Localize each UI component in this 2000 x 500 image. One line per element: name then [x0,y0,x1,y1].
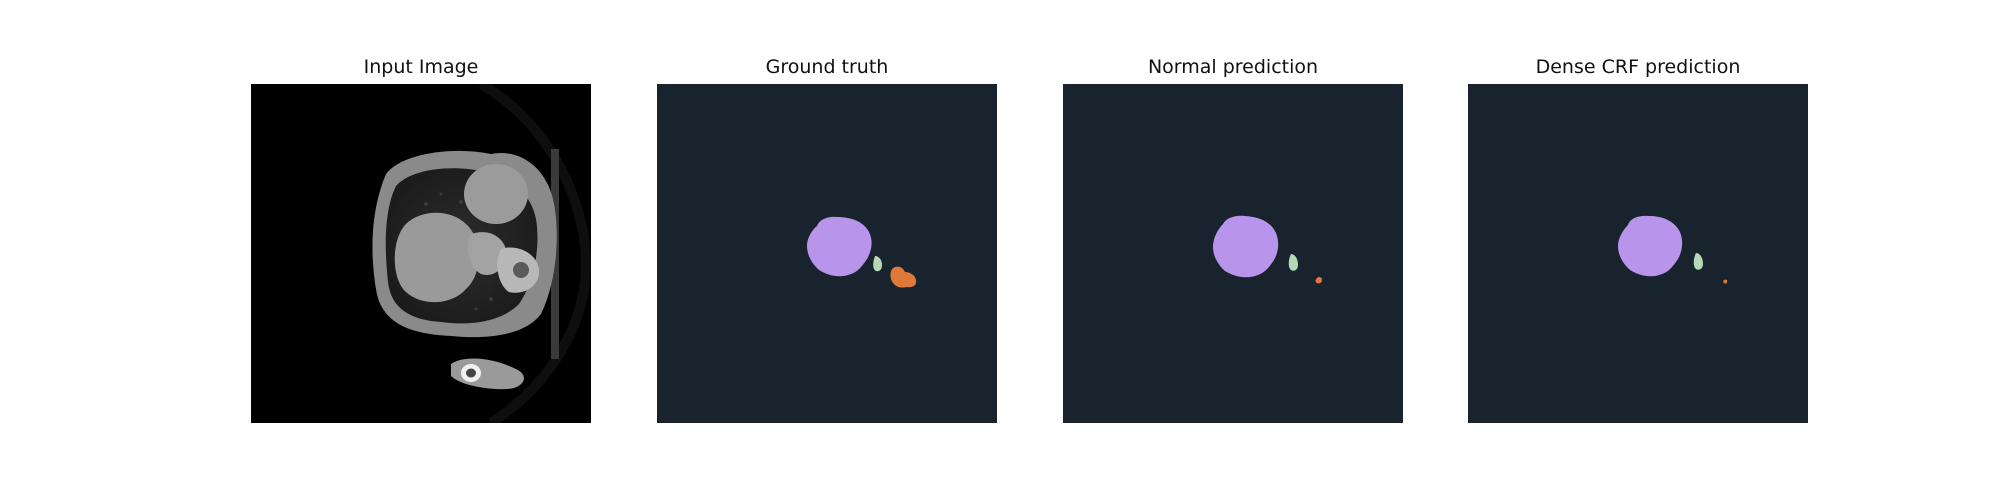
ground-truth-mask [657,84,997,423]
dense-crf-prediction-mask [1468,84,1808,423]
normal-prediction-mask [1063,84,1403,423]
purple-region [1618,215,1683,277]
panel-input-image: Input Image [251,50,591,423]
orange-region [1723,279,1728,284]
purple-region [807,216,872,277]
green-region [873,256,882,272]
panel-title: Dense CRF prediction [1535,56,1741,78]
panel-title: Ground truth [765,56,889,78]
green-region [1288,254,1298,271]
purple-region [1213,215,1279,278]
panel-ground-truth: Ground truth [657,50,997,423]
panel-dense-crf-prediction: Dense CRF prediction [1468,50,1808,423]
panel-title: Normal prediction [1147,56,1319,78]
orange-region [1315,276,1322,284]
ct-slice-image [251,84,591,423]
orange-region [890,266,917,288]
panel-title: Input Image [363,56,479,78]
panel-normal-prediction: Normal prediction [1063,50,1403,423]
green-region [1693,253,1703,270]
